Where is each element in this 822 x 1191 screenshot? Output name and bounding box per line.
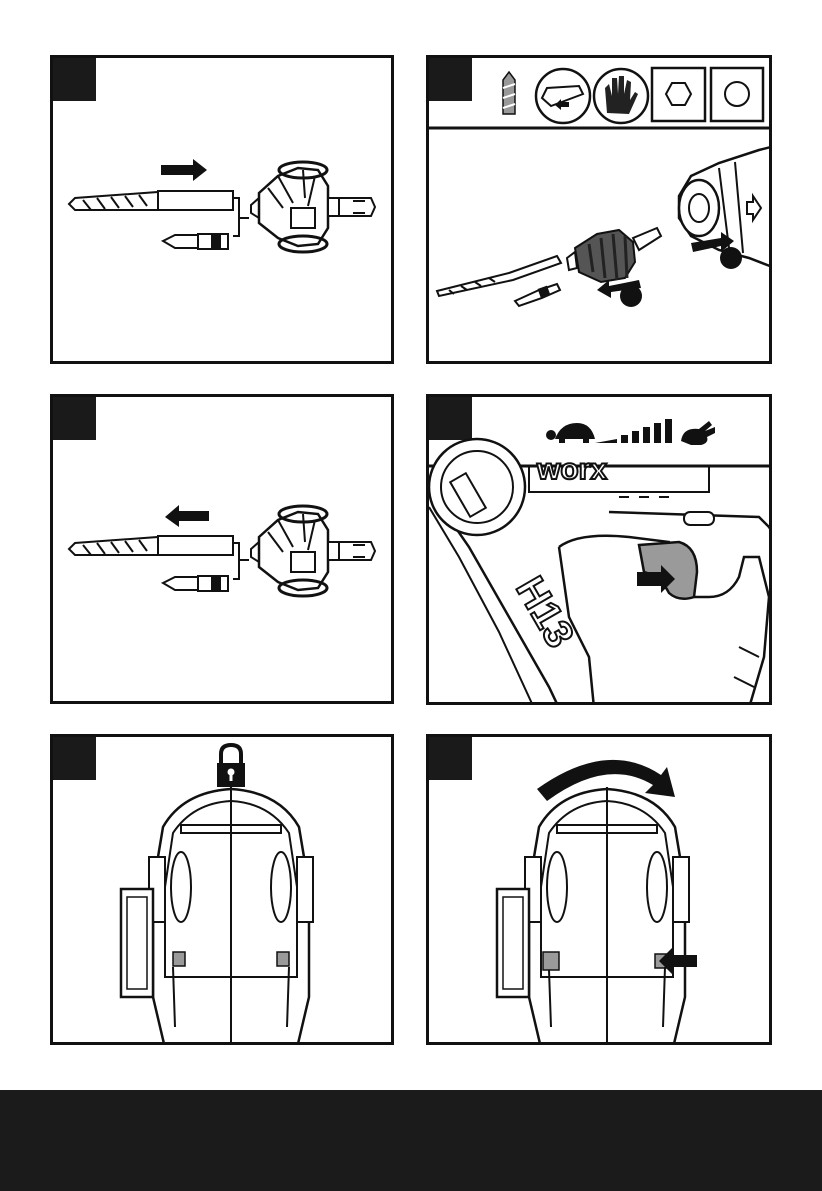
gloves-icon [594, 69, 648, 123]
step-panel-speed-trigger: H13 worx [426, 394, 772, 705]
trigger-icon [639, 542, 697, 599]
drill-bit-icon [503, 72, 515, 114]
padlock-icon [217, 745, 245, 787]
hexagon-shank-icon [652, 68, 705, 121]
brand-marking-text: worx [536, 453, 607, 486]
drill-bit-icon [69, 191, 233, 210]
body-marking-text: H13 [507, 570, 582, 656]
speed-scale-icon [595, 419, 672, 443]
screwdriver-bit-icon [163, 234, 228, 249]
arrow-left-icon [165, 505, 209, 527]
step-panel-insert-bit [50, 55, 394, 364]
arrow-right-icon [161, 159, 207, 181]
quick-chuck-icon [567, 228, 661, 282]
rotate-top-view-illustration [429, 737, 772, 1045]
step-panel-remove-bit [50, 394, 394, 704]
turtle-slow-icon [546, 423, 595, 443]
drill-bit-icon [69, 536, 233, 555]
rabbit-fast-icon [681, 421, 715, 445]
chuck-release-icon [536, 69, 590, 123]
quick-chuck-icon [251, 162, 375, 252]
step-marker-b [620, 285, 642, 307]
step-panel-lock [50, 734, 394, 1045]
round-shank-icon [711, 68, 763, 121]
remove-bit-illustration [53, 397, 394, 704]
screwdriver-bit-icon [163, 576, 228, 591]
speed-trigger-illustration: H13 worx [429, 397, 772, 705]
mount-chuck-illustration [429, 58, 772, 364]
step-panel-rotate [426, 734, 772, 1045]
lock-switch-right [277, 952, 289, 966]
insert-bit-illustration [53, 58, 394, 364]
page-footer-band [0, 1090, 822, 1191]
step-panel-mount-chuck [426, 55, 772, 364]
step-marker-a [720, 247, 742, 269]
lock-switch-left [173, 952, 185, 966]
lock-top-view-illustration [53, 737, 394, 1045]
quick-chuck-icon [251, 506, 375, 596]
lock-switch-left [543, 952, 559, 970]
screwdriver-bit-icon [515, 284, 560, 306]
